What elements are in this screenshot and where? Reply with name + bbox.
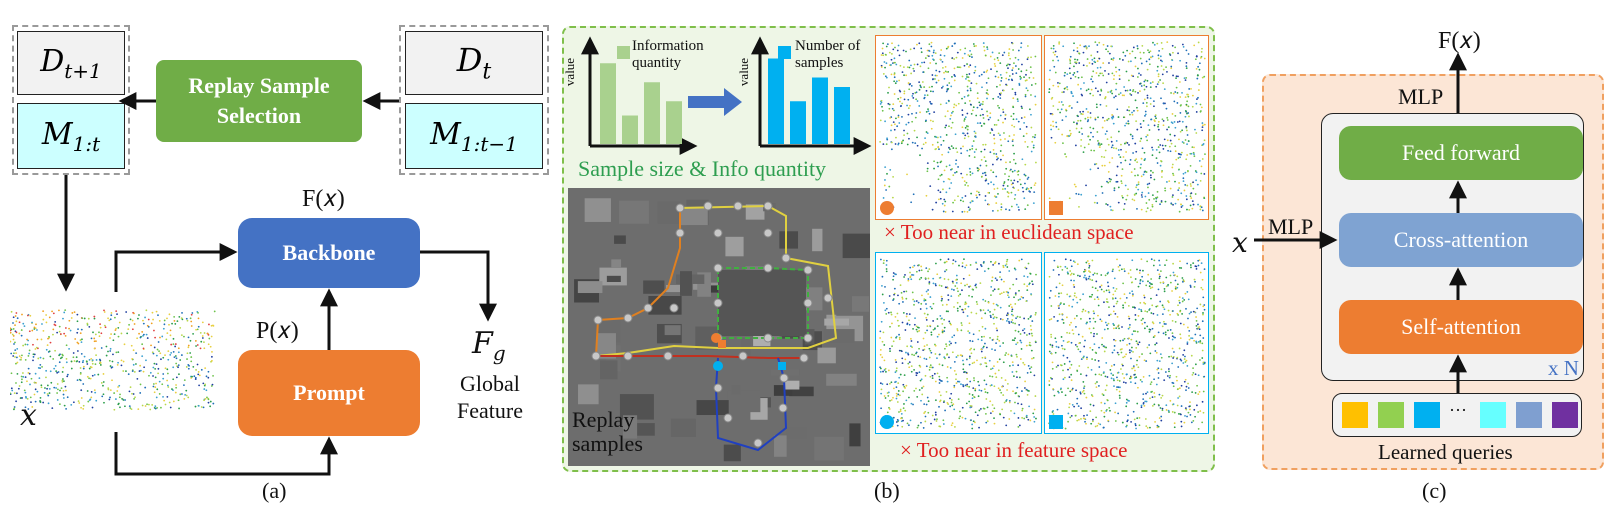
learned-query-token xyxy=(1516,402,1542,428)
mini-bar xyxy=(768,58,784,144)
px-label: P(𝑥) xyxy=(256,318,299,344)
caption-c: (c) xyxy=(1422,478,1447,503)
fx-label-a: F(𝑥) xyxy=(302,186,345,212)
legend-info-text: Information quantity xyxy=(632,38,704,71)
caption-b: (b) xyxy=(874,478,900,503)
feed-forward-box: Feed forward xyxy=(1339,126,1583,180)
orange-circle-marker xyxy=(880,201,894,215)
legend-samples-swatch xyxy=(778,46,791,59)
blue-transfer-arrow xyxy=(688,88,742,116)
right-dataset-group xyxy=(399,25,549,175)
self-attention-label: Self-attention xyxy=(1401,314,1521,339)
orange-square-marker xyxy=(1049,201,1063,215)
learned-queries-label: Learned queries xyxy=(1378,440,1513,464)
m-1t-box: M1:t xyxy=(17,103,125,169)
cross-attention-label: Cross-attention xyxy=(1393,227,1529,252)
lidar-point-cloud-image xyxy=(10,309,216,411)
point-cloud-street-dots xyxy=(10,309,216,411)
learned-query-token xyxy=(1552,402,1578,428)
mini-bar xyxy=(644,82,660,144)
info-quantity-chart xyxy=(581,36,698,155)
feature-label: × Too near in feature space xyxy=(900,438,1128,462)
sample-info-label: Sample size & Info quantity xyxy=(578,156,827,181)
replay-samples-label: Replay samples xyxy=(572,407,643,456)
mlp-left-label: MLP xyxy=(1268,214,1314,239)
axis-value-right: value xyxy=(736,57,752,87)
blue-square-marker xyxy=(1049,415,1063,429)
backbone-box: Backbone xyxy=(238,218,420,288)
learned-query-token xyxy=(1378,402,1404,428)
pc-euclid-left xyxy=(875,35,1042,220)
replay-sample-selection-box: Replay Sample Selection xyxy=(156,60,362,142)
pc-feature-right xyxy=(1044,252,1209,434)
learned-query-token xyxy=(1342,402,1368,428)
prompt-box: Prompt xyxy=(238,350,420,436)
cross-attention-box: Cross-attention xyxy=(1339,213,1583,267)
euclid-label: × Too near in euclidean space xyxy=(884,220,1134,244)
query-ellipsis: ··· xyxy=(1449,400,1467,420)
sample-number-chart xyxy=(751,36,872,155)
m-1t1-box: M1:t−1 xyxy=(405,103,543,169)
mini-bar xyxy=(600,63,616,144)
self-attention-box: Self-attention xyxy=(1339,300,1583,354)
d-t-box: Dt xyxy=(405,31,543,95)
x-label-c: 𝑥 xyxy=(1232,226,1248,259)
pc-feature-right-dots xyxy=(1048,258,1206,430)
legend-samples-text: Number of samples xyxy=(795,38,861,71)
feed-forward-label: Feed forward xyxy=(1402,140,1520,165)
caption-a: (a) xyxy=(262,478,287,503)
mlp-top-label: MLP xyxy=(1398,84,1444,109)
legend-info-swatch xyxy=(617,46,630,59)
pc-feature-left xyxy=(875,252,1042,434)
satellite-map-image xyxy=(568,188,870,466)
d-t1-box: Dt+1 xyxy=(17,31,125,95)
fg-label: Fg xyxy=(472,326,506,365)
backbone-label: Backbone xyxy=(282,240,376,265)
mini-bar xyxy=(622,115,638,144)
xn-label: x N xyxy=(1548,356,1579,380)
prompt-label: Prompt xyxy=(293,380,365,405)
fx-label-c: F(𝑥) xyxy=(1438,28,1481,54)
global-feature-label: Global Feature xyxy=(457,371,523,423)
pc-euclid-right-dots xyxy=(1048,41,1206,213)
replay-sample-selection-label: Replay Sample Selection xyxy=(188,73,330,128)
pc-euclid-left-dots xyxy=(879,41,1037,213)
mini-bar xyxy=(834,87,850,144)
learned-query-token xyxy=(1414,402,1440,428)
learned-query-token xyxy=(1480,402,1506,428)
blue-circle-marker xyxy=(880,415,894,429)
axis-value-left: value xyxy=(562,57,578,87)
mini-bar xyxy=(790,101,806,144)
mini-bar xyxy=(666,101,682,144)
pc-feature-left-dots xyxy=(879,258,1037,430)
mini-bar xyxy=(812,77,828,144)
pc-euclid-right xyxy=(1044,35,1209,220)
